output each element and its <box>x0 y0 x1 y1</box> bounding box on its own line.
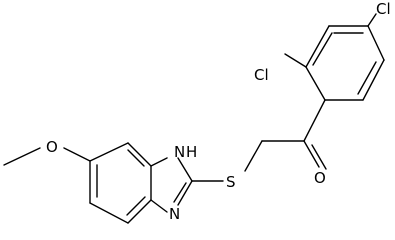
atom-label-sulfur: S <box>226 173 236 191</box>
double-bond-inner <box>126 196 146 216</box>
bond-carbonyl-o-double <box>311 144 327 170</box>
bond <box>367 25 385 61</box>
atom-label-cl-top: Cl <box>376 0 391 18</box>
double-bond-inner <box>312 32 333 66</box>
bond <box>305 66 326 101</box>
bond <box>127 199 152 224</box>
bond <box>89 202 129 224</box>
bond-ring-o-methoxy <box>63 147 91 162</box>
bond <box>150 199 168 213</box>
bond-carbonyl-o <box>303 140 320 168</box>
benzimidazole-benzene-ring <box>89 142 152 224</box>
bond <box>177 157 193 182</box>
bond-c-cl-left <box>284 53 307 68</box>
bond <box>362 59 385 101</box>
bond-ch2-s <box>244 140 263 172</box>
dichlorophenyl-ring <box>305 25 385 101</box>
atom-label-oxygen-carbonyl: O <box>314 169 326 187</box>
bond <box>177 180 193 206</box>
chemical-structure-diagram: Cl Cl O S N H N O <box>3 0 391 224</box>
atom-label-oxygen-methoxy: O <box>46 138 58 156</box>
atom-label-nitrogen-ring: N <box>169 205 180 223</box>
atom-label-cl-left: Cl <box>254 66 269 84</box>
imidazole-ring <box>150 157 193 213</box>
bond-ring-carbonyl <box>303 99 326 142</box>
double-bond-inner <box>357 61 377 95</box>
bond <box>150 157 168 167</box>
molecule-drawing: Cl Cl O S N H N O <box>3 0 391 224</box>
double-bond-inner <box>127 149 145 167</box>
double-bond-inner <box>173 182 187 203</box>
bond-o-methyl <box>3 147 41 166</box>
bond <box>305 25 330 68</box>
atom-label-hydrogen-nh: H <box>186 143 197 161</box>
bond-c-cl-top <box>367 13 377 27</box>
atom-label-nitrogen-nh: N <box>174 143 185 161</box>
bond <box>127 142 152 167</box>
bond <box>89 142 129 162</box>
